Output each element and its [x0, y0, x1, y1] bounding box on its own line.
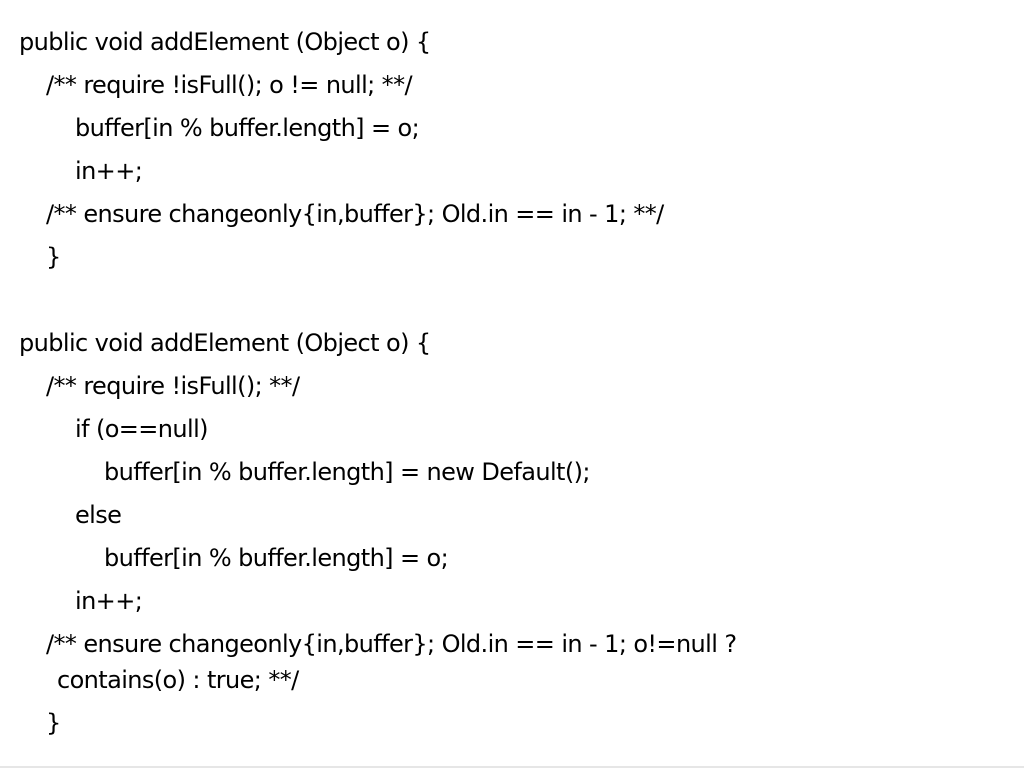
code-line: }	[46, 243, 61, 271]
code-line: contains(o) : true; **/	[57, 666, 299, 694]
code-line: in++;	[75, 587, 143, 615]
code-line: in++;	[75, 157, 143, 185]
code-line: }	[46, 709, 61, 737]
code-line: buffer[in % buffer.length] = o;	[75, 114, 420, 142]
code-line: /** ensure changeonly{in,buffer}; Old.in…	[46, 200, 664, 228]
code-line: if (o==null)	[75, 415, 209, 443]
divider	[0, 766, 1024, 768]
code-line: public void addElement (Object o) {	[19, 329, 431, 357]
code-line: /** require !isFull(); o != null; **/	[46, 71, 413, 99]
code-line: /** require !isFull(); **/	[46, 372, 300, 400]
code-line: buffer[in % buffer.length] = new Default…	[104, 458, 590, 486]
code-line: else	[75, 501, 122, 529]
code-line: /** ensure changeonly{in,buffer}; Old.in…	[46, 630, 737, 658]
code-line: buffer[in % buffer.length] = o;	[104, 544, 449, 572]
code-line: public void addElement (Object o) {	[19, 28, 431, 56]
